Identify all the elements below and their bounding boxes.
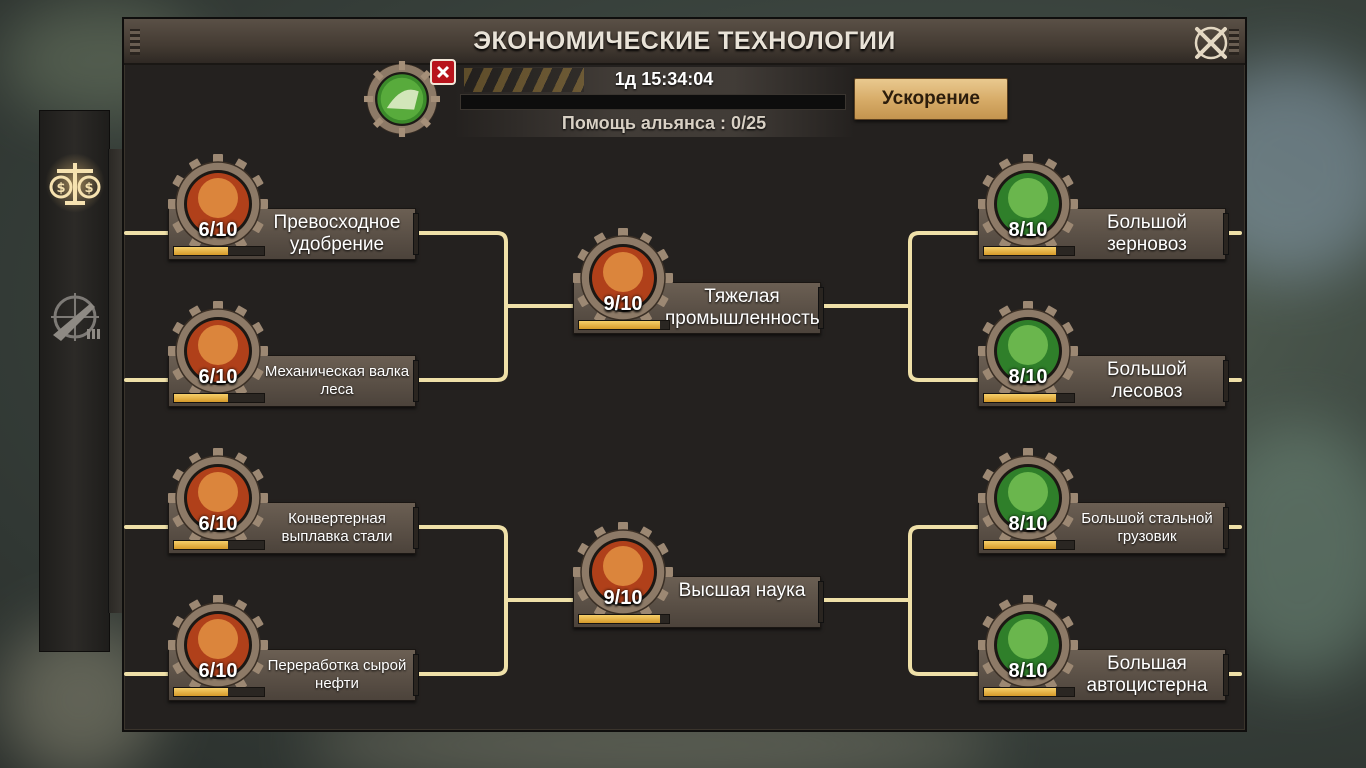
- tech-node-progress: [173, 246, 265, 256]
- tech-node-name: Механическая валка леса: [264, 363, 410, 398]
- tech-gear-icon: [978, 301, 1078, 401]
- crossed-wrenches-close-icon: [1194, 26, 1228, 60]
- cancel-x-icon: [436, 65, 450, 79]
- tech-node-progress: [983, 687, 1075, 697]
- tech-node-steel[interactable]: Конвертерная выплавка стали 6/10: [168, 448, 428, 558]
- tech-node-fertilizer[interactable]: Превосходное удобрение 6/10: [168, 154, 428, 264]
- tech-node-progress: [578, 614, 670, 624]
- tech-node-progress-fill: [174, 688, 228, 696]
- tech-node-name: Высшая наука: [678, 580, 806, 601]
- panel-header: ЭКОНОМИЧЕСКИЕ ТЕХНОЛОГИИ: [124, 19, 1245, 65]
- tech-node-progress: [983, 246, 1075, 256]
- research-timer: 1д 15:34:04: [614, 69, 714, 89]
- tech-node-level: 6/10: [198, 660, 238, 682]
- tech-node-progress-fill: [579, 321, 660, 329]
- tech-node-steel-truck[interactable]: Большой стальной грузовик 8/10: [978, 448, 1238, 558]
- tech-node-name: Конвертерная выплавка стали: [281, 510, 393, 545]
- research-progress-bar: [460, 94, 846, 110]
- tech-node-name: Превосходное удобрение: [273, 212, 401, 255]
- tech-node-progress-fill: [174, 394, 228, 402]
- rifle-target-icon: [51, 293, 100, 341]
- tech-node-level: 6/10: [198, 366, 238, 388]
- hazard-stripes: [464, 68, 584, 92]
- speed-up-button[interactable]: Ускорение: [854, 78, 1008, 120]
- tech-node-level: 8/10: [1008, 513, 1048, 535]
- tech-gear-icon: [168, 301, 268, 401]
- tech-node-progress-fill: [579, 615, 660, 623]
- current-research: 1д 15:34:04 Помощь альянса : 0/25: [364, 59, 914, 147]
- tech-node-grain-truck[interactable]: Большой зерновоз 8/10: [978, 154, 1238, 264]
- tech-node-name: Большой зерновоз: [1106, 212, 1188, 255]
- tech-node-logging[interactable]: Механическая валка леса 6/10: [168, 301, 428, 411]
- tab-economy[interactable]: $ $: [45, 153, 105, 213]
- svg-text:$: $: [56, 181, 65, 196]
- svg-text:$: $: [84, 181, 93, 196]
- tab-military[interactable]: [45, 287, 105, 347]
- tech-node-level: 8/10: [1008, 660, 1048, 682]
- tech-gear-icon: [978, 448, 1078, 548]
- tech-node-progress-fill: [984, 394, 1056, 402]
- tech-node-level: 6/10: [198, 219, 238, 241]
- tech-node-progress: [173, 540, 265, 550]
- tech-node-progress: [983, 540, 1075, 550]
- category-side-rail: $ $: [39, 110, 123, 652]
- tech-node-level: 9/10: [603, 293, 643, 315]
- cancel-research-button[interactable]: [430, 59, 456, 85]
- current-research-gear-icon: [364, 61, 440, 137]
- tech-node-name: Большой стальной грузовик: [1081, 510, 1213, 545]
- scales-icon: $ $: [49, 163, 101, 205]
- tech-node-name: Большая автоцистерна: [1086, 653, 1208, 696]
- tech-node-name: Переработка сырой нефти: [267, 657, 407, 692]
- tech-node-level: 9/10: [603, 587, 643, 609]
- tech-gear-icon: [573, 522, 673, 622]
- tech-gear-icon: [168, 595, 268, 695]
- tech-node-progress-fill: [174, 247, 228, 255]
- alliance-help-count: Помощь альянса : 0/25: [561, 113, 767, 133]
- page-title: ЭКОНОМИЧЕСКИЕ ТЕХНОЛОГИИ: [473, 26, 896, 55]
- tech-node-progress-fill: [984, 688, 1056, 696]
- tech-gear-icon: [573, 228, 673, 328]
- tech-gear-icon: [168, 448, 268, 548]
- tech-node-progress: [173, 393, 265, 403]
- tech-node-log-truck[interactable]: Большой лесовоз 8/10: [978, 301, 1238, 411]
- tech-node-progress-fill: [174, 541, 228, 549]
- tech-node-heavy-industry[interactable]: Тяжелая промышленность 9/10: [573, 228, 833, 338]
- close-button[interactable]: [1191, 23, 1231, 63]
- tech-node-level: 8/10: [1008, 219, 1048, 241]
- tech-node-progress: [983, 393, 1075, 403]
- tech-node-name: Тяжелая промышленность: [665, 286, 820, 329]
- tech-node-progress-fill: [984, 247, 1056, 255]
- tech-node-higher-science[interactable]: Высшая наука 9/10: [573, 522, 833, 632]
- tech-node-progress: [578, 320, 670, 330]
- tech-node-progress-fill: [984, 541, 1056, 549]
- tech-node-level: 6/10: [198, 513, 238, 535]
- tech-node-level: 8/10: [1008, 366, 1048, 388]
- tech-gear-icon: [978, 595, 1078, 695]
- tech-gear-icon: [168, 154, 268, 254]
- tech-node-name: Большой лесовоз: [1106, 359, 1188, 402]
- tech-node-tank-truck[interactable]: Большая автоцистерна 8/10: [978, 595, 1238, 705]
- tech-node-oil[interactable]: Переработка сырой нефти 6/10: [168, 595, 428, 705]
- tech-node-progress: [173, 687, 265, 697]
